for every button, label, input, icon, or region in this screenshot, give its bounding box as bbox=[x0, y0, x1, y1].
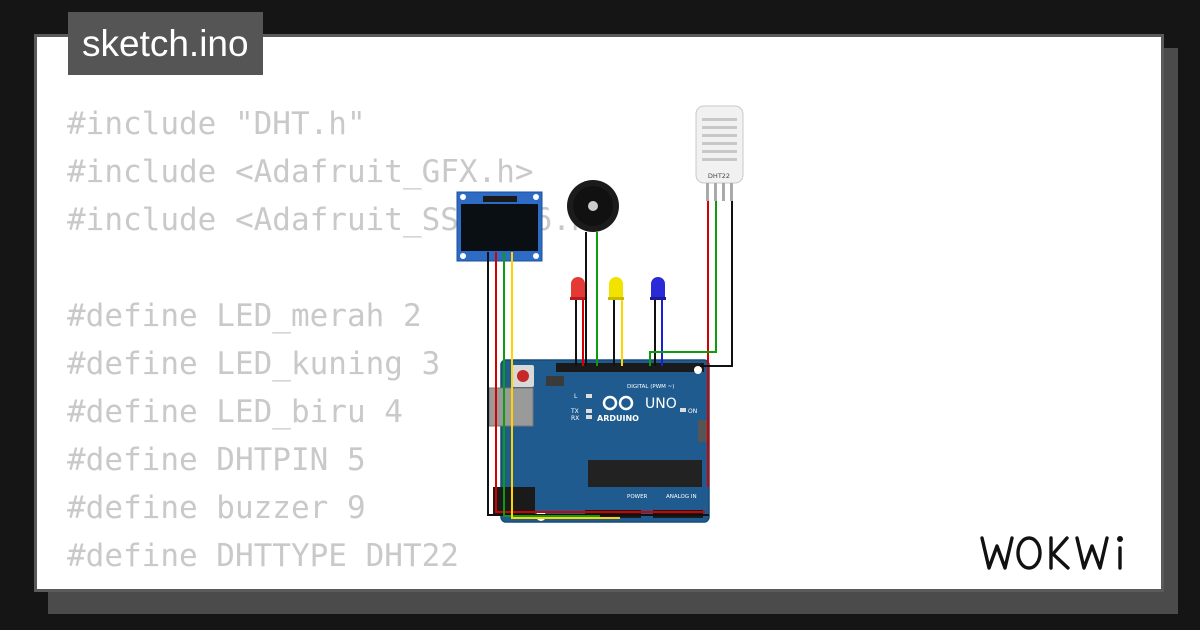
code-line: #include "DHT.h" bbox=[67, 106, 366, 142]
wire-red bbox=[495, 252, 705, 513]
mount-hole bbox=[694, 366, 702, 374]
led-yellow bbox=[608, 277, 624, 300]
wire-green bbox=[503, 252, 600, 517]
code-line: #define LED_merah 2 bbox=[67, 298, 422, 334]
code-line: #define DHTTYPE DHT22 bbox=[67, 538, 459, 574]
wire-black bbox=[487, 252, 709, 516]
code-line: #define buzzer 9 bbox=[67, 490, 366, 526]
icsp-header bbox=[698, 420, 707, 442]
code-line: #define DHTPIN 5 bbox=[67, 442, 366, 478]
led-red bbox=[570, 277, 586, 300]
dht-label: DHT22 bbox=[708, 172, 730, 180]
led-blue bbox=[650, 277, 666, 300]
board-brand: ARDUINO bbox=[597, 414, 639, 423]
wire-yellow bbox=[511, 252, 620, 519]
code-line: #define LED_biru 4 bbox=[67, 394, 403, 430]
dht22-sensor: DHT22 bbox=[695, 105, 744, 201]
wire-green bbox=[649, 201, 717, 366]
code-snippet: #include "DHT.h" #include <Adafruit_GFX.h… bbox=[67, 100, 608, 580]
file-title-tab: sketch.ino bbox=[68, 12, 263, 75]
wires bbox=[487, 201, 733, 519]
digital-header bbox=[556, 363, 704, 372]
code-line: #include <Adafruit_GFX.h> bbox=[67, 154, 534, 190]
oled-display bbox=[456, 191, 543, 262]
atmega-chip bbox=[588, 460, 702, 487]
digital-label: DIGITAL (PWM ~) bbox=[627, 384, 674, 390]
file-name: sketch.ino bbox=[82, 23, 249, 64]
infinity-logo bbox=[602, 395, 618, 411]
svg-text:TX: TX bbox=[570, 408, 579, 415]
code-line: #include <Adafruit_SSD1306.h> bbox=[67, 202, 609, 238]
svg-text:ON: ON bbox=[688, 408, 697, 415]
svg-text:L: L bbox=[574, 393, 578, 400]
board-model: UNO bbox=[645, 396, 677, 412]
code-line: #define LED_kuning 3 bbox=[67, 346, 441, 382]
small-header bbox=[546, 376, 564, 386]
arduino-uno-board: L TX RX ON UNO ARDUINO DIGITAL (PWM ~) P… bbox=[488, 359, 710, 523]
wire-black bbox=[700, 201, 733, 367]
power-label: POWER bbox=[627, 494, 648, 500]
power-jack bbox=[493, 487, 535, 515]
buzzer bbox=[567, 180, 619, 232]
wokwi-logo bbox=[980, 536, 1123, 570]
analog-label: ANALOG IN bbox=[666, 494, 697, 500]
reset-button bbox=[517, 370, 529, 382]
svg-text:RX: RX bbox=[571, 415, 579, 422]
